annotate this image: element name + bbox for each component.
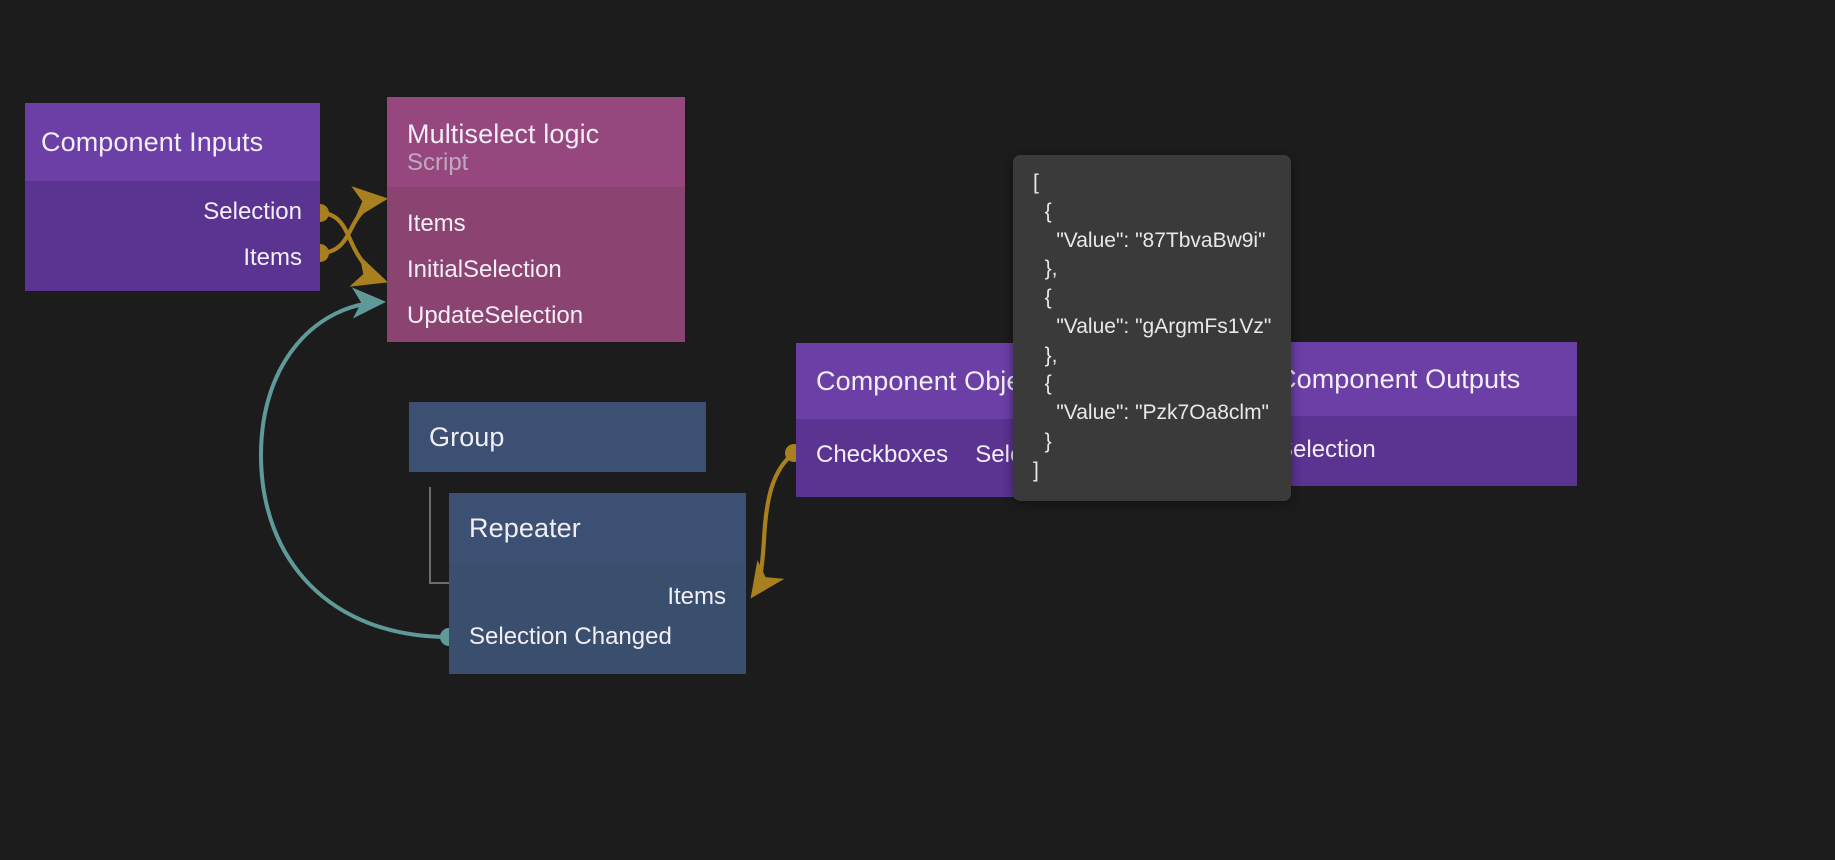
node-header: Multiselect logic Script: [387, 97, 685, 187]
port-input-checkboxes[interactable]: Checkboxes: [816, 443, 948, 467]
node-header: Group: [409, 402, 706, 472]
port-input-initialselection[interactable]: InitialSelection: [407, 247, 685, 293]
node-title: Multiselect logic: [407, 119, 600, 150]
node-title: Repeater: [469, 512, 581, 543]
port-label: Items: [243, 244, 302, 271]
json-tooltip-text: [ { "Value": "87TbvaBw9i" }, { "Value": …: [1033, 171, 1272, 482]
node-subtitle: Script: [407, 149, 469, 177]
node-title: Component Outputs: [1277, 363, 1521, 394]
port-label: Items: [667, 583, 726, 610]
port-label: Selection: [203, 198, 302, 225]
port-input-items[interactable]: Items: [407, 201, 685, 247]
node-body: Items Selection Changed: [449, 563, 746, 674]
node-title: Component Inputs: [41, 126, 264, 157]
port-output-items[interactable]: Items: [25, 235, 302, 281]
port-input-items[interactable]: Items: [667, 585, 726, 609]
node-group[interactable]: Group: [409, 402, 706, 472]
port-input-selection[interactable]: Selection: [1277, 438, 1376, 462]
node-body: Selection Items: [25, 181, 320, 291]
node-header: Repeater: [449, 493, 746, 563]
port-output-selection[interactable]: Selection: [25, 189, 302, 235]
port-input-updateselection[interactable]: UpdateSelection: [407, 293, 685, 339]
node-header: Component Outputs: [1257, 342, 1577, 416]
port-label: UpdateSelection: [407, 302, 584, 329]
json-value-tooltip: [ { "Value": "87TbvaBw9i" }, { "Value": …: [1013, 155, 1291, 502]
group-child-bracket: [429, 487, 451, 584]
wire-checkboxes-to-repeater-items: [750, 451, 796, 599]
node-title: Group: [429, 421, 505, 452]
node-multiselect-logic[interactable]: Multiselect logic Script Items InitialSe…: [387, 97, 685, 342]
port-label: Checkboxes: [816, 441, 949, 468]
port-label: InitialSelection: [407, 256, 562, 283]
port-label: Items: [407, 210, 466, 237]
node-title: Component Object: [816, 365, 1043, 396]
port-label: Selection Changed: [469, 623, 672, 650]
wire-selection-to-initialselection: [319, 210, 388, 287]
port-output-selection-changed[interactable]: Selection Changed: [469, 625, 672, 649]
node-component-outputs[interactable]: Component Outputs Selection: [1257, 342, 1577, 486]
node-component-inputs[interactable]: Component Inputs Selection Items: [25, 103, 320, 291]
wire-items-to-items: [319, 186, 389, 256]
node-header: Component Inputs: [25, 103, 320, 181]
port-label: Selection: [1277, 436, 1376, 463]
node-body: Items InitialSelection UpdateSelection: [387, 187, 685, 342]
node-body: Selection: [1257, 416, 1577, 486]
node-repeater[interactable]: Repeater Items Selection Changed: [449, 493, 746, 674]
